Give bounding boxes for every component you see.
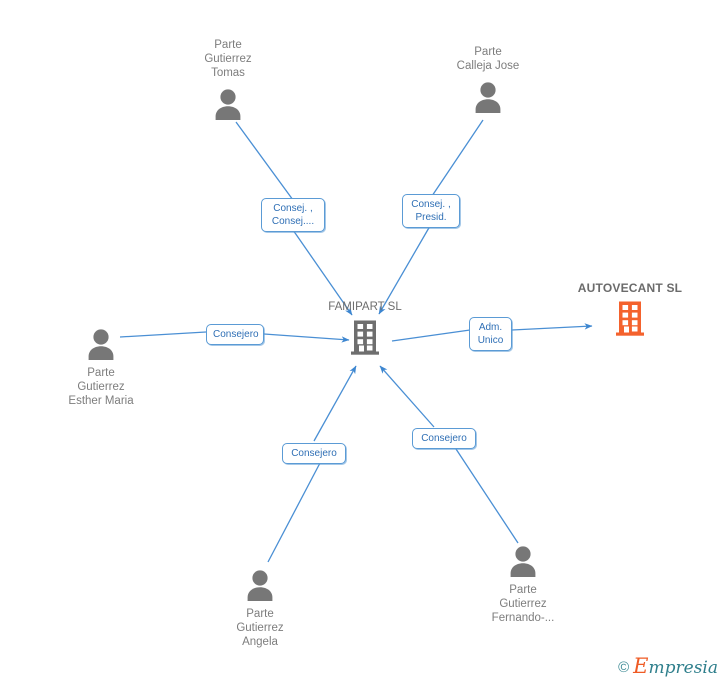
node-autovecant-sl[interactable]: AUTOVECANT SL xyxy=(569,281,691,336)
edge-line-calleja-famipart-b xyxy=(378,225,431,315)
watermark-brand-initial: E xyxy=(633,654,649,678)
person-icon xyxy=(210,569,310,601)
person-icon xyxy=(178,88,278,120)
watermark-empresia: © Empresia xyxy=(618,656,719,678)
edge-line-tomas-famipart-b xyxy=(292,229,353,316)
copyright-icon: © xyxy=(618,659,630,676)
node-label-gutierrez-fernando: Parte Gutierrez Fernando-... xyxy=(491,584,555,624)
edge-line-calleja-famipart xyxy=(431,119,484,197)
edge-label-tomas-famipart[interactable]: Consej. , Consej.... xyxy=(261,198,325,232)
node-label-gutierrez-esther-maria: Parte Gutierrez Esther Maria xyxy=(68,367,134,407)
node-famipart-sl[interactable]: FAMIPART SL xyxy=(315,300,415,355)
node-label-gutierrez-tomas: Parte Gutierrez Tomas xyxy=(204,39,252,79)
building-icon xyxy=(569,300,691,336)
edge-label-esther-famipart[interactable]: Consejero xyxy=(206,324,264,345)
node-label-autovecant-sl: AUTOVECANT SL xyxy=(577,281,683,295)
edge-label-calleja-famipart[interactable]: Consej. , Presid. xyxy=(402,194,460,228)
node-gutierrez-tomas[interactable]: Parte Gutierrez Tomas xyxy=(178,38,278,120)
node-calleja-jose[interactable]: Parte Calleja Jose xyxy=(438,45,538,113)
person-icon xyxy=(51,328,151,360)
node-gutierrez-fernando[interactable]: Parte Gutierrez Fernando-... xyxy=(473,545,573,625)
node-gutierrez-angela[interactable]: Parte Gutierrez Angela xyxy=(210,569,310,649)
person-icon xyxy=(438,81,538,113)
building-icon xyxy=(315,319,415,355)
node-label-gutierrez-angela: Parte Gutierrez Angela xyxy=(236,608,284,648)
watermark-brand-rest: mpresia xyxy=(648,658,719,678)
edge-line-famipart-autovecant-b xyxy=(511,323,593,331)
node-gutierrez-esther-maria[interactable]: Parte Gutierrez Esther Maria xyxy=(51,328,151,408)
edge-line-tomas-famipart xyxy=(235,121,294,201)
edge-label-fernando-famipart[interactable]: Consejero xyxy=(412,428,476,449)
edge-label-angela-famipart[interactable]: Consejero xyxy=(282,443,346,464)
node-label-famipart-sl: FAMIPART SL xyxy=(328,301,402,313)
edge-line-fernando-famipart xyxy=(455,448,519,544)
edge-line-angela-famipart xyxy=(267,462,321,563)
edge-line-famipart-autovecant xyxy=(391,329,471,342)
watermark-brand: Empresia xyxy=(633,656,719,678)
edge-line-fernando-famipart-b xyxy=(379,365,435,428)
edge-line-angela-famipart-b xyxy=(313,365,357,442)
person-icon xyxy=(473,545,573,577)
edge-label-famipart-autovecant[interactable]: Adm. Unico xyxy=(469,317,512,351)
node-label-calleja-jose: Parte Calleja Jose xyxy=(456,46,520,72)
edge-line-esther-famipart xyxy=(119,331,207,338)
edge-line-esther-famipart-b xyxy=(263,333,350,343)
